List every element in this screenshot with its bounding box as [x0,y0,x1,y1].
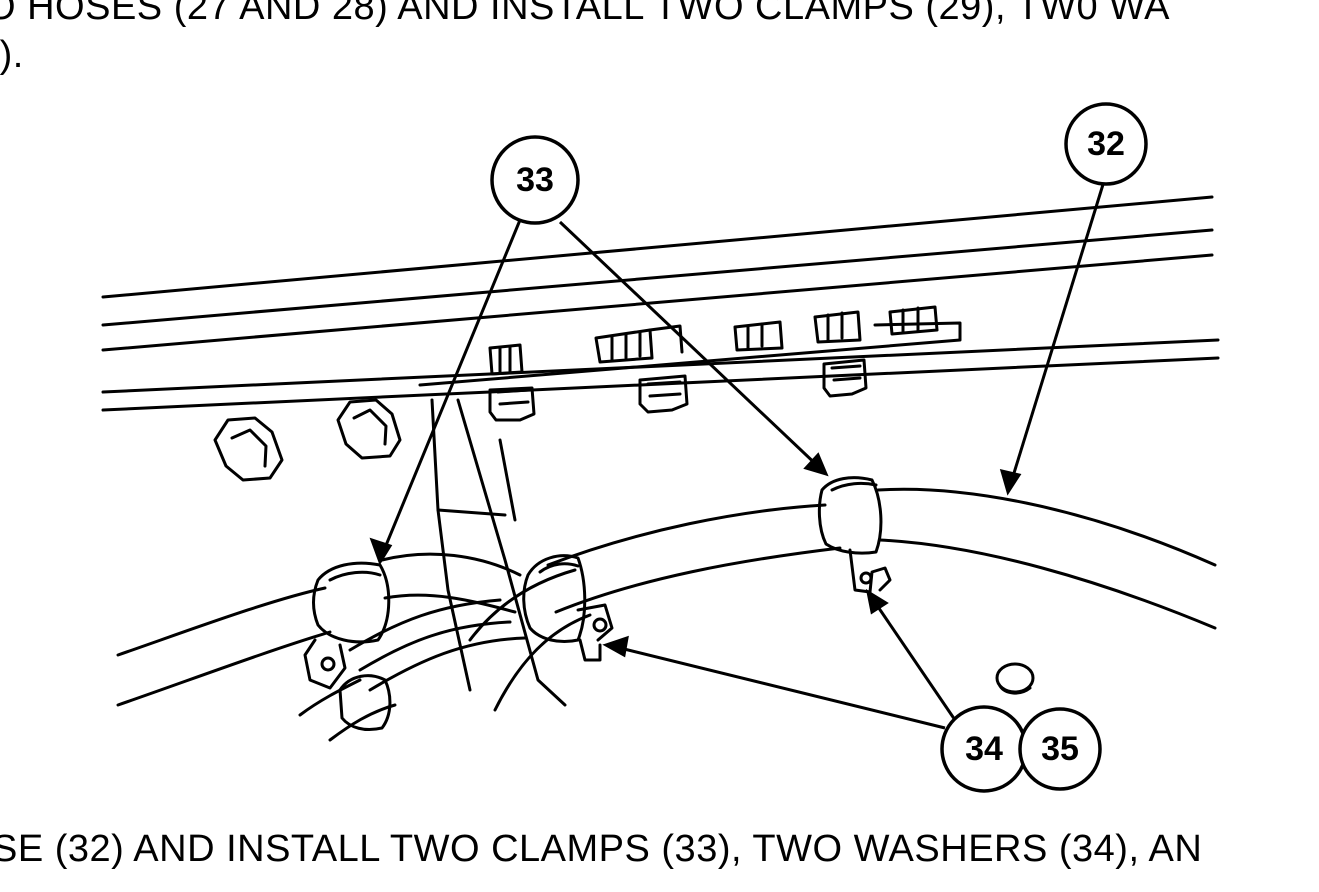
callout-35: 35 [1018,707,1102,791]
instruction-line-top-continued: 1). [0,34,24,76]
callout-34: 34 [940,705,1028,793]
clamp-33-right [817,476,892,594]
instruction-line-bottom: SE (32) AND INSTALL TWO CLAMPS (33), TWO… [0,828,1203,870]
frame-bolts [488,305,939,422]
callout-33-label: 33 [516,161,554,199]
instruction-line-top: O HOSES (27 AND 28) AND INSTALL TWO CLAM… [0,0,1170,28]
callout-33: 33 [490,135,580,225]
leader-lines [369,177,1107,730]
callout-32-label: 32 [1087,125,1125,163]
hex-nuts [213,398,402,482]
callout-35-label: 35 [1041,730,1079,768]
left-hose [116,552,527,742]
callout-34-label: 34 [965,730,1003,768]
clamp-33-left [303,561,392,732]
clamp-33-middle [522,554,614,662]
callout-32: 32 [1064,102,1148,186]
grommet [995,662,1035,695]
bracket [430,398,567,707]
main-hose-32 [468,487,1217,712]
